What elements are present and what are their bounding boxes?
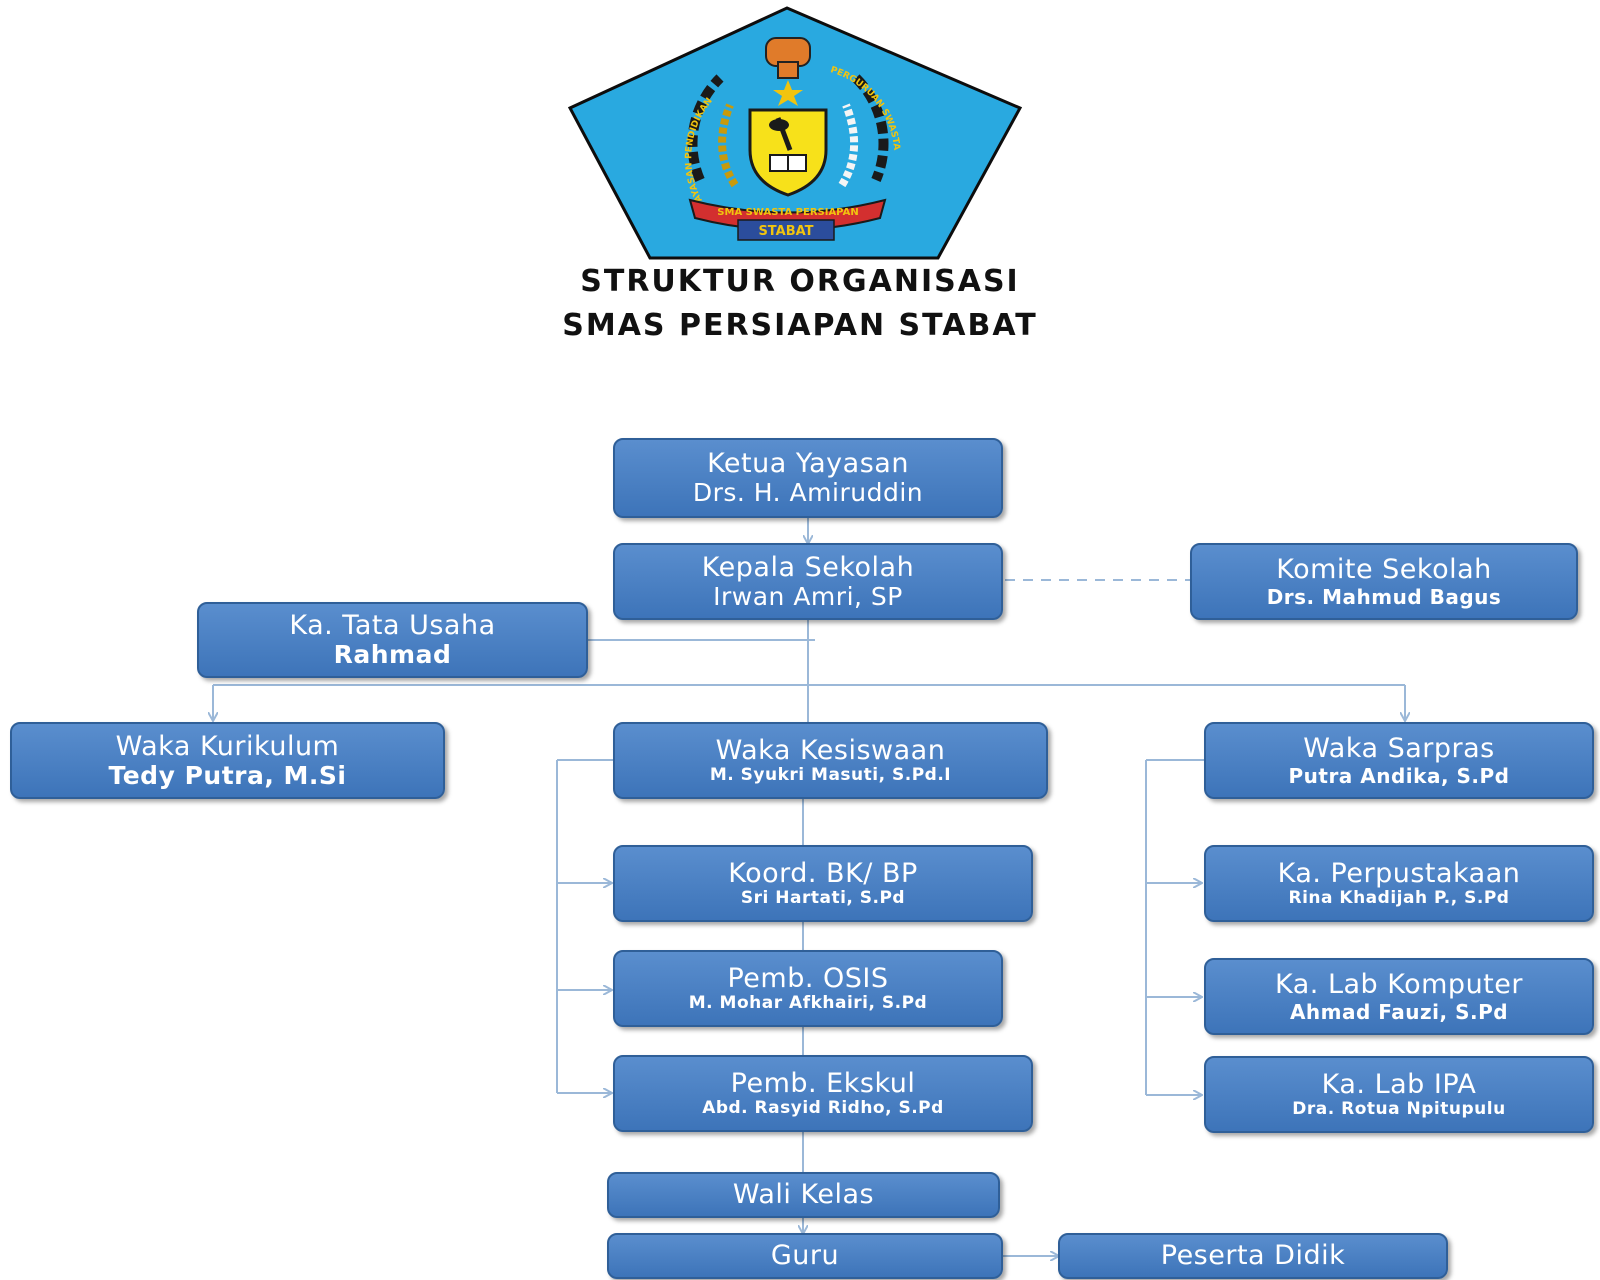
box-wali-kelas: Wali Kelas: [607, 1172, 1000, 1218]
role-label: Kepala Sekolah: [701, 551, 915, 583]
role-label: Pemb. OSIS: [727, 963, 889, 995]
chart-title-line1: STRUKTUR ORGANISASI: [580, 264, 1020, 299]
person-name: Ahmad Fauzi, S.Pd: [1289, 999, 1509, 1024]
box-koord-bk-bp: Koord. BK/ BP Sri Hartati, S.Pd: [613, 845, 1033, 922]
box-waka-kurikulum: Waka Kurikulum Tedy Putra, M.Si: [10, 722, 445, 799]
box-ka-lab-komputer: Ka. Lab Komputer Ahmad Fauzi, S.Pd: [1204, 958, 1594, 1035]
person-name: Abd. Rasyid Ridho, S.Pd: [702, 1098, 944, 1119]
person-name: Putra Andika, S.Pd: [1288, 763, 1510, 788]
school-logo: YAYASAN PENDIDIKAN PERGURUAN SWASTA SMA …: [567, 6, 1023, 260]
person-name: Dra. Rotua Npitupulu: [1292, 1099, 1506, 1120]
box-ka-perpustakaan: Ka. Perpustakaan Rina Khadijah P., S.Pd: [1204, 845, 1594, 922]
star-icon: [773, 80, 803, 106]
person-name: Rahmad: [333, 640, 452, 670]
person-name: Irwan Amri, SP: [713, 581, 903, 611]
role-label: Waka Kesiswaan: [715, 735, 946, 767]
chart-title-line2: SMAS PERSIAPAN STABAT: [562, 308, 1038, 343]
role-label: Pemb. Ekskul: [730, 1068, 916, 1100]
person-name: M. Syukri Masuti, S.Pd.I: [709, 765, 952, 786]
fist-icon: [765, 37, 811, 79]
box-tata-usaha: Ka. Tata Usaha Rahmad: [197, 602, 588, 678]
role-label: Guru: [770, 1240, 840, 1272]
role-label: Ka. Perpustakaan: [1277, 858, 1521, 890]
box-komite-sekolah: Komite Sekolah Drs. Mahmud Bagus: [1190, 543, 1578, 620]
box-kepala-sekolah: Kepala Sekolah Irwan Amri, SP: [613, 543, 1003, 620]
person-name: Drs. H. Amiruddin: [692, 478, 924, 508]
box-pemb-ekskul: Pemb. Ekskul Abd. Rasyid Ridho, S.Pd: [613, 1055, 1033, 1132]
box-waka-kesiswaan: Waka Kesiswaan M. Syukri Masuti, S.Pd.I: [613, 722, 1048, 799]
logo-plate-text: STABAT: [758, 224, 813, 239]
logo-ribbon-text: SMA SWASTA PERSIAPAN: [717, 207, 858, 218]
box-peserta-didik: Peserta Didik: [1058, 1233, 1448, 1279]
role-label: Peserta Didik: [1160, 1240, 1346, 1272]
role-label: Koord. BK/ BP: [728, 858, 918, 890]
role-label: Waka Kurikulum: [115, 730, 340, 762]
role-label: Ka. Lab Komputer: [1275, 969, 1523, 1001]
person-name: Sri Hartati, S.Pd: [740, 888, 906, 909]
box-guru: Guru: [607, 1233, 1003, 1279]
box-ketua-yayasan: Ketua Yayasan Drs. H. Amiruddin: [613, 438, 1003, 518]
box-pemb-osis: Pemb. OSIS M. Mohar Afkhairi, S.Pd: [613, 950, 1003, 1027]
wheat-icon: [718, 103, 859, 188]
logo-plate: STABAT: [737, 219, 835, 241]
role-label: Ka. Tata Usaha: [289, 610, 496, 642]
person-name: Tedy Putra, M.Si: [108, 760, 347, 790]
box-waka-sarpras: Waka Sarpras Putra Andika, S.Pd: [1204, 722, 1594, 799]
person-name: Drs. Mahmud Bagus: [1266, 584, 1502, 609]
shield-icon: [748, 108, 828, 197]
role-label: Waka Sarpras: [1303, 733, 1495, 765]
role-label: Komite Sekolah: [1276, 554, 1492, 586]
role-label: Ketua Yayasan: [707, 448, 909, 480]
role-label: Wali Kelas: [732, 1179, 875, 1211]
chain-icon: [687, 74, 889, 182]
person-name: Rina Khadijah P., S.Pd: [1288, 888, 1510, 909]
person-name: M. Mohar Afkhairi, S.Pd: [688, 993, 928, 1014]
box-ka-lab-ipa: Ka. Lab IPA Dra. Rotua Npitupulu: [1204, 1056, 1594, 1133]
role-label: Ka. Lab IPA: [1321, 1069, 1477, 1101]
